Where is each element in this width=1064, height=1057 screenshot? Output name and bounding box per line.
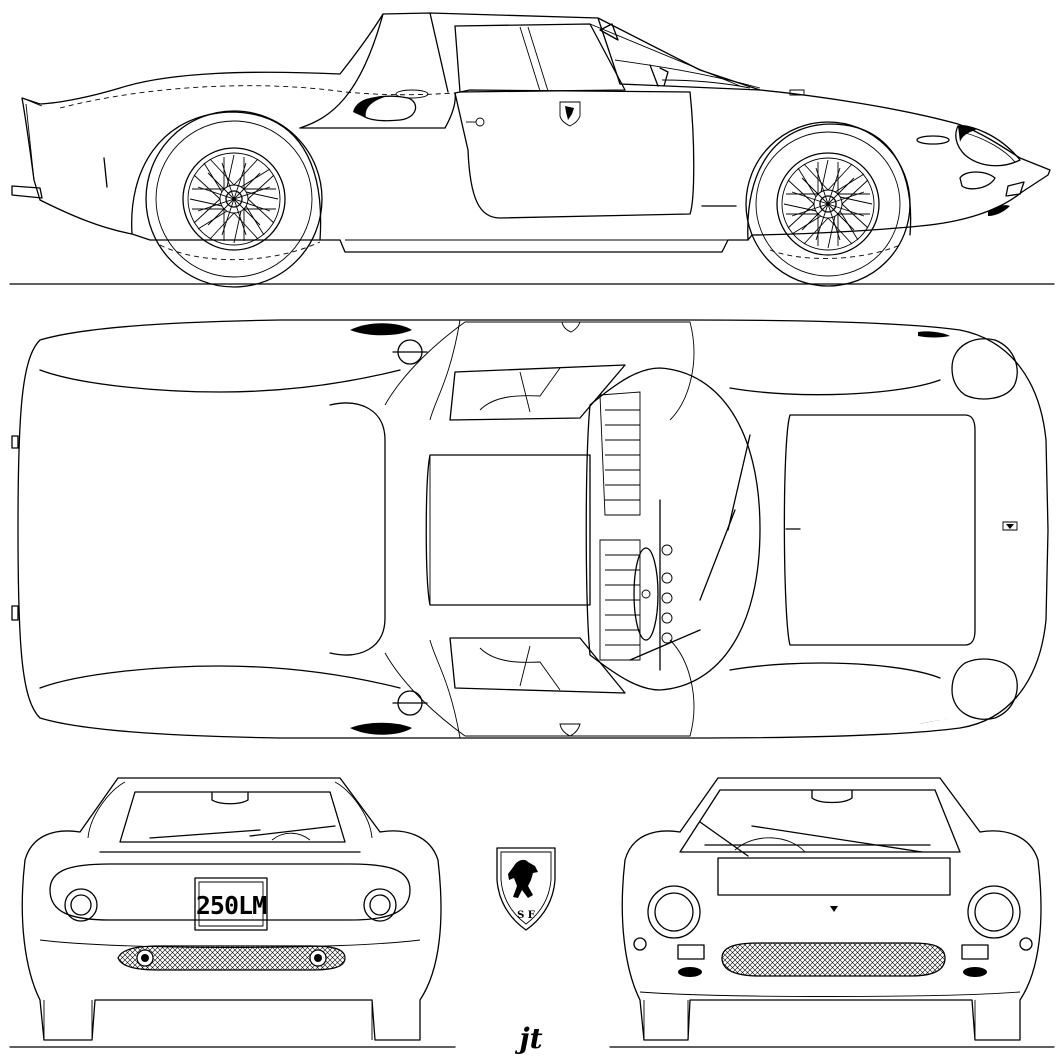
roof-panel [426,455,590,605]
tail-panel [50,864,410,920]
top-view [12,320,1048,738]
top-badge-upper [562,322,580,332]
rear-wheel-arch [132,112,321,240]
front-wheel-arch [748,124,911,240]
side-window-bottom [450,638,625,693]
rear-light-right [364,889,396,921]
headlight-right [968,886,1020,938]
front-view [610,778,1054,1047]
headlight-cover-side [956,126,1020,166]
license-plate-text: 250LM [196,891,266,920]
front-tyre [746,122,910,286]
top-body-outline [18,320,1048,738]
front-wire-wheel [776,152,880,256]
rear-license-plate [195,878,267,930]
front-body-outline [622,778,1041,1040]
headlight-left [648,886,700,938]
side-body-outline [22,13,1050,252]
rear-window [120,792,345,842]
rear-wire-wheel [182,147,286,251]
side-window-top [450,365,625,420]
rear-tyre [146,111,322,287]
door-outline [455,90,694,218]
rear-light-left [65,889,97,921]
prancing-horse-shield: S F [497,848,555,930]
headlight-cover-top [952,339,1017,399]
rear-body-outline [22,778,441,1040]
top-badge-lower [560,724,580,736]
badge-letters: S F [517,910,535,921]
artist-signature: jt [514,1022,542,1055]
windshield-front [680,790,960,852]
windshield [586,368,760,690]
rear-view: 250LM [10,778,455,1047]
front-grille [722,943,945,976]
steering-wheel [634,548,658,640]
front-hood-recess [718,858,950,895]
side-window [455,24,625,92]
front-hood-panel [784,415,975,645]
side-view [10,13,1054,287]
door-prancing-horse-badge [560,102,580,126]
headlight-cover-bottom [952,659,1017,719]
